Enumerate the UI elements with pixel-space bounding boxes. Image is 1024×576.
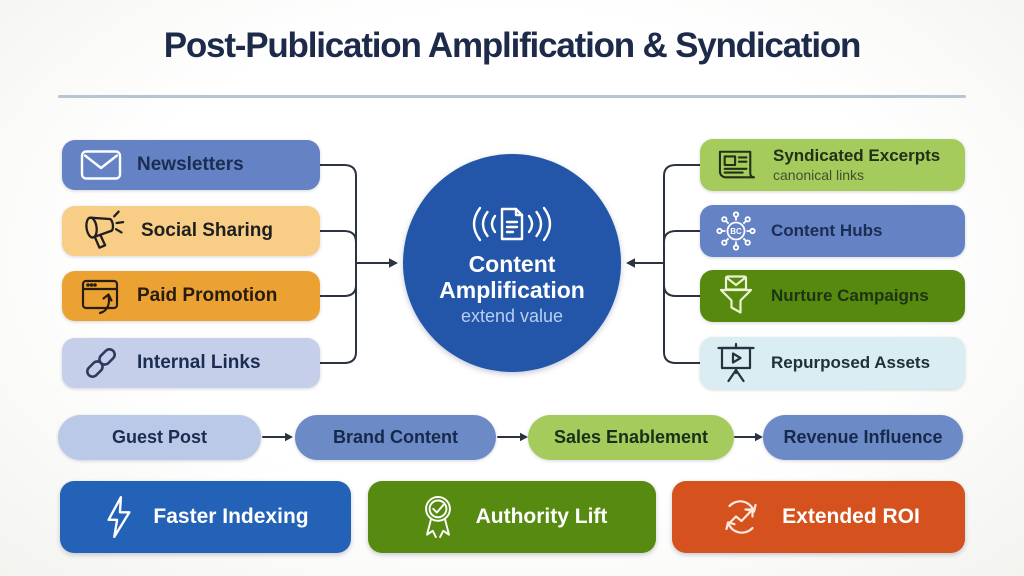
flow-step-label: Guest Post <box>111 427 208 447</box>
envelope-icon <box>80 149 122 181</box>
lightning-icon <box>102 494 136 540</box>
right-item-sublabel: canonical links <box>773 166 865 183</box>
right-item-label: Repurposed Assets <box>771 353 931 373</box>
left-item-paid-promotion: Paid Promotion <box>62 271 320 321</box>
roi-cycle-icon <box>717 495 765 539</box>
newspaper-icon <box>714 147 760 183</box>
benefit-authority-lift: Authority Lift <box>368 481 656 553</box>
right-item-repurposed-assets: Repurposed Assets <box>700 337 965 389</box>
benefit-label: Extended ROI <box>782 505 920 528</box>
presentation-play-icon <box>714 342 758 384</box>
award-badge-icon <box>417 492 459 542</box>
hub-network-icon: BC <box>714 209 758 253</box>
title-divider <box>58 95 966 98</box>
right-item-syndicated-excerpts: Syndicated Excerpts canonical links <box>700 139 965 191</box>
benefit-faster-indexing: Faster Indexing <box>60 481 351 553</box>
right-item-label: Syndicated Excerpts <box>773 146 941 166</box>
hub-icon-label: BC <box>730 227 742 236</box>
right-item-label: Nurture Campaigns <box>771 286 929 306</box>
left-item-social-sharing: Social Sharing <box>62 206 320 256</box>
benefit-label: Faster Indexing <box>153 505 309 528</box>
hub-title-line1: Content <box>468 251 556 278</box>
flow-step-revenue-influence: Revenue Influence <box>763 415 963 460</box>
broadcast-document-icon <box>472 206 552 242</box>
left-item-internal-links: Internal Links <box>62 338 320 388</box>
right-item-label: Content Hubs <box>771 221 883 241</box>
flow-step-label: Revenue Influence <box>783 427 943 447</box>
hub-title-line2: Amplification <box>439 277 585 303</box>
left-item-newsletters: Newsletters <box>62 140 320 190</box>
flow-step-sales-enablement: Sales Enablement <box>528 415 734 460</box>
megaphone-icon <box>80 210 126 252</box>
flow-step-label: Brand Content <box>333 427 458 447</box>
left-item-label: Social Sharing <box>141 220 273 242</box>
left-item-label: Newsletters <box>137 154 244 176</box>
chain-link-icon <box>80 342 122 384</box>
page-title: Post-Publication Amplification & Syndica… <box>163 26 862 65</box>
flow-step-guest-post: Guest Post <box>58 415 261 460</box>
browser-arrow-icon <box>80 277 122 315</box>
right-item-content-hubs: BC Content Hubs <box>700 205 965 257</box>
flow-step-label: Sales Enablement <box>553 427 709 447</box>
left-item-label: Paid Promotion <box>137 285 278 307</box>
flow-step-brand-content: Brand Content <box>295 415 496 460</box>
benefit-extended-roi: Extended ROI <box>672 481 965 553</box>
funnel-mail-icon <box>714 274 758 318</box>
left-item-label: Internal Links <box>137 352 261 374</box>
hub-subtitle: extend value <box>460 305 564 326</box>
right-item-nurture-campaigns: Nurture Campaigns <box>700 270 965 322</box>
content-amplification-hub: Content Amplification extend value <box>403 154 621 372</box>
benefit-label: Authority Lift <box>475 505 608 528</box>
